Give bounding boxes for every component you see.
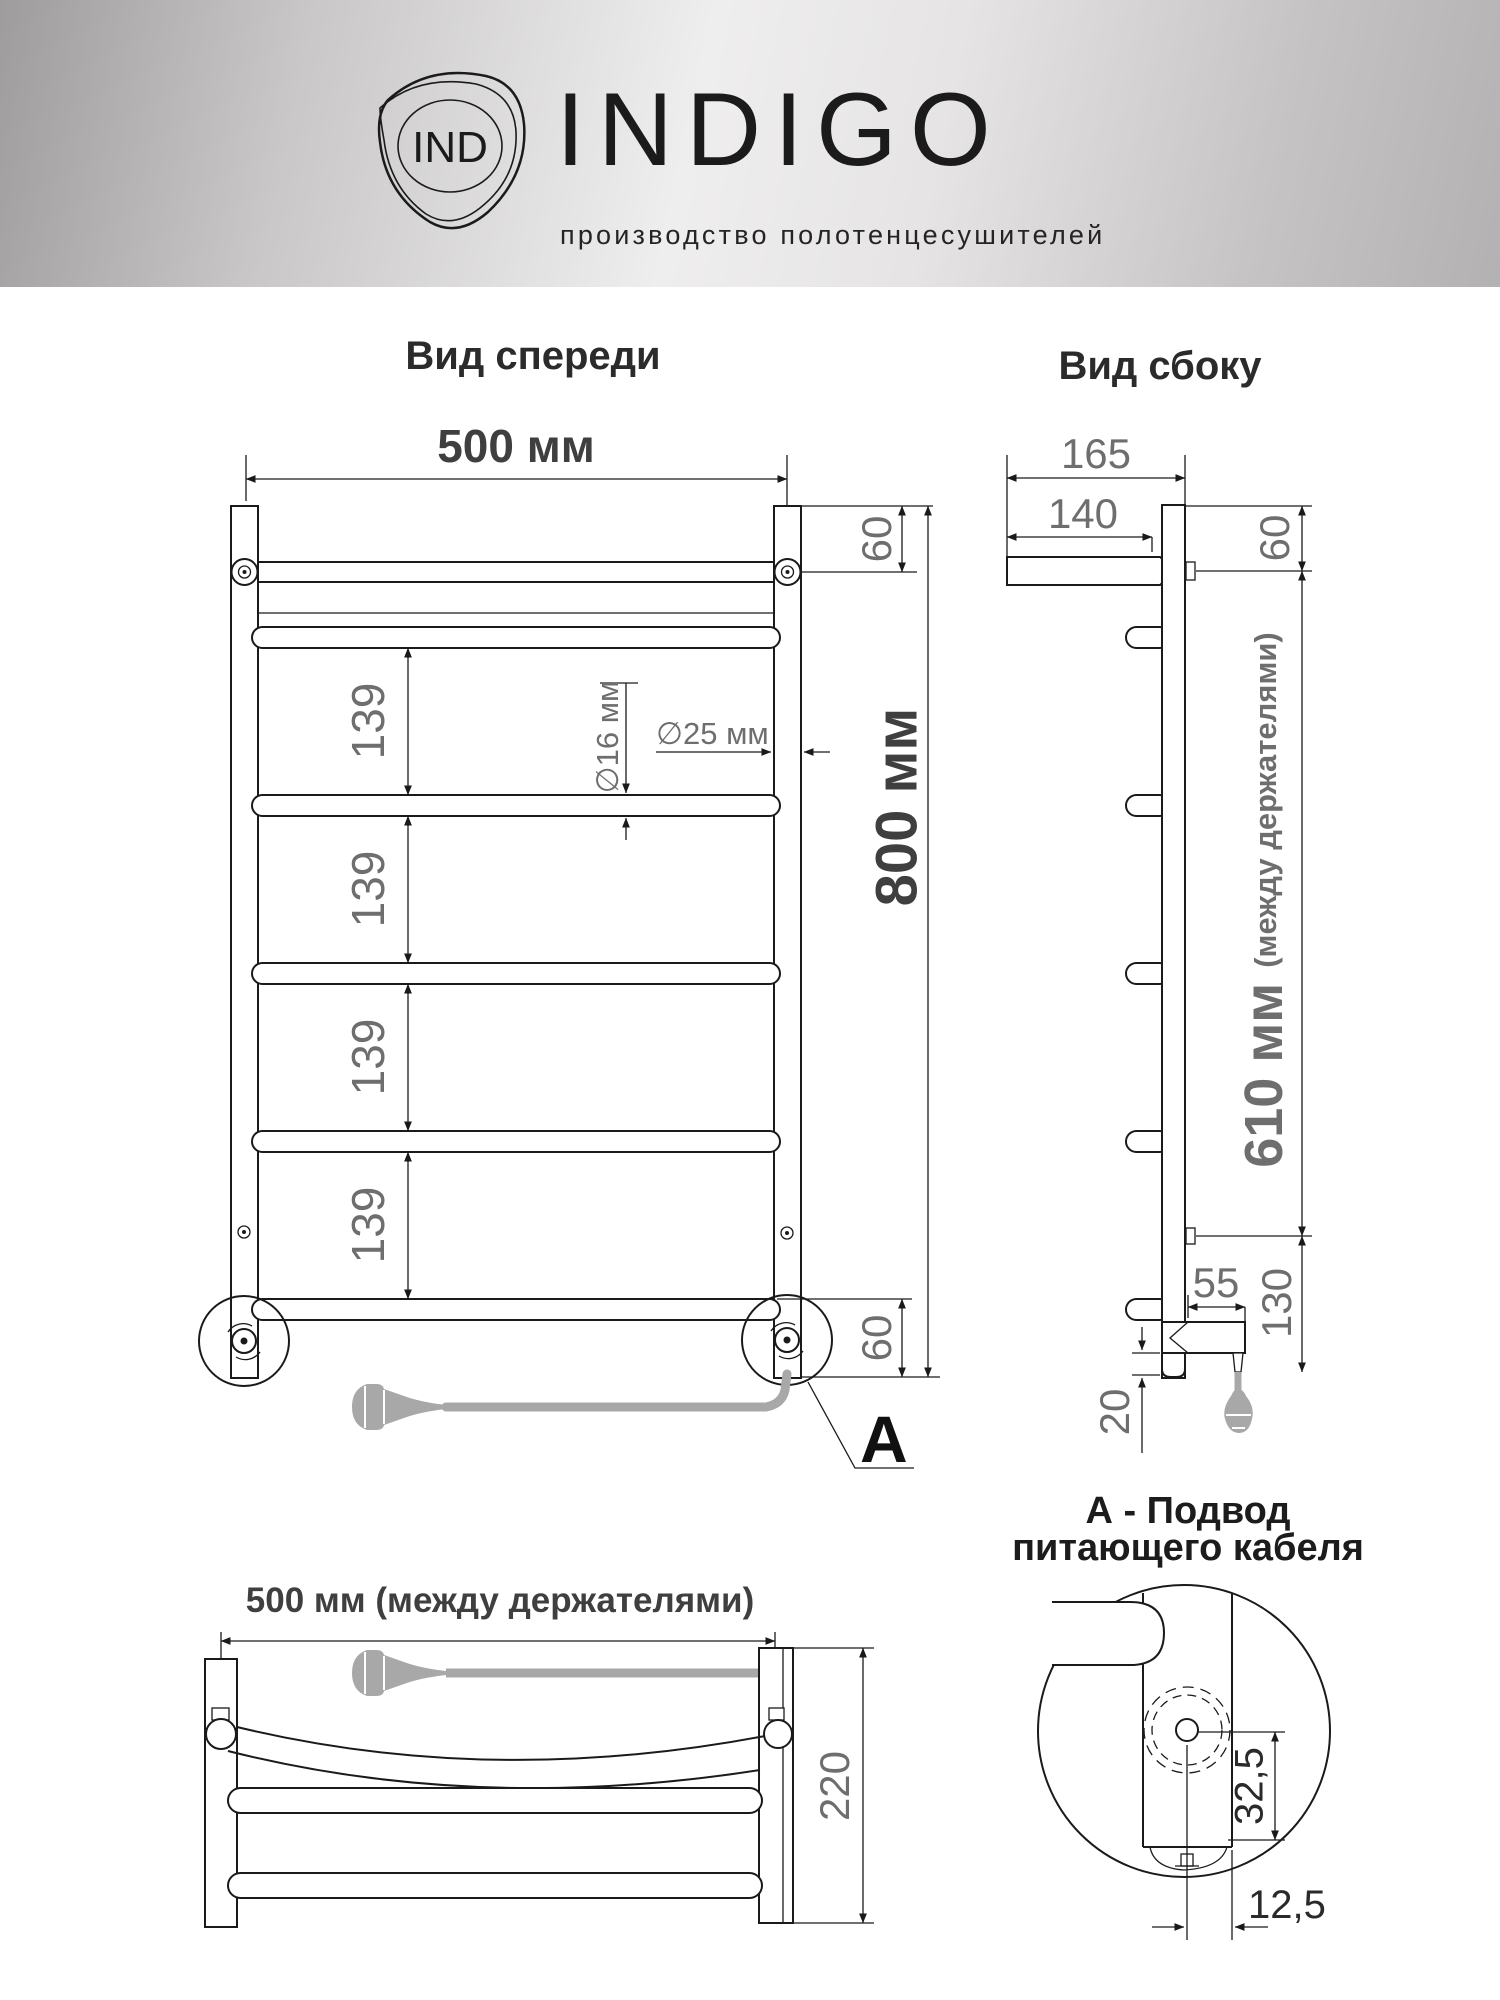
bottom-right-unit [758,1647,794,1924]
front-height-dim: 800 мм [801,505,940,1378]
bottom-straight-rail-2 [227,1872,763,1899]
header-banner: IND INDIGO производство полотенцесушител… [0,0,1500,287]
front-rail-3 [251,794,781,817]
front-rail-2 [251,626,781,649]
detail-title-line1: А - Подвод [1085,1490,1290,1532]
side-bracket-screw [1185,561,1196,581]
bottom-depth-dim-label: 220 [811,1751,858,1821]
side-bracket-arm [1006,556,1178,586]
side-bottom-gap-label: 20 [1091,1389,1138,1436]
detail-title-line2: питающего кабеля [1012,1527,1364,1569]
detail-horizontal-dim-label: 12,5 [1248,1883,1326,1927]
side-between-dim: 610 мм (между держателями) [1234,570,1306,1237]
bottom-straight-rail-1 [227,1787,763,1814]
brand-emblem-text: IND [412,123,488,172]
bottom-depth-dim: 220 [793,1647,874,1924]
side-top-offset-dim: 60 [1185,505,1312,572]
side-unit-offset-dim: 55 [1187,1259,1246,1322]
detail-vertical-dim: 32,5 [1198,1731,1285,1841]
cable-gland [1232,1352,1244,1373]
brand-tagline: производство полотенцесушителей [560,220,1106,250]
bottom-width-label: 500 мм (между держателями) [246,1581,754,1620]
bottom-arc-rail-front [236,1726,766,1761]
detail-rail-end [1052,1601,1166,1666]
front-bottom-offset-dim: 60 [777,1298,912,1378]
front-width-dim-label: 500 мм [437,420,595,472]
front-top-left-bracket [230,558,259,586]
bottom-power-cable [351,1649,759,1697]
front-power-cable [351,1369,792,1431]
side-between-main: 610 мм [1234,968,1294,1168]
brand-wordmark: INDIGO [556,72,1004,188]
side-view-title: Вид сбоку [1058,344,1262,388]
bottom-left-bracket [205,1707,237,1750]
gap-dim-4: 139 [342,1187,394,1264]
tube-diameter-label: ∅16 мм [590,681,625,794]
front-top-rail [257,561,775,583]
front-rail-4 [251,962,781,985]
bottom-arc-rail-back [227,1750,761,1790]
detail-vertical-dim-label: 32,5 [1228,1747,1272,1825]
gap-dim-3: 139 [342,1019,394,1096]
front-bottom-left-bracket [198,1295,290,1387]
front-post-diameter-dim: ∅25 мм [656,716,830,756]
side-unit-offset-label: 55 [1193,1259,1240,1306]
front-view-drawing: 500 мм [198,420,940,1476]
detail-mark-label: А [860,1402,908,1476]
side-bottom-screw [1185,1227,1196,1245]
side-top-offset-label: 60 [1251,515,1298,562]
side-power-cable [1224,1372,1253,1433]
svg-text:610 мм (между держа: 610 мм (между держателями) [1234,632,1294,1168]
detail-a-drawing: А - Подвод питающего кабеля 32,5 [1012,1490,1364,1940]
front-view-title: Вид спереди [405,334,661,378]
front-top-offset-label: 60 [853,516,900,563]
detail-horizontal-dim: 12,5 [1152,1745,1326,1940]
side-view-drawing: 165 140 60 [1006,430,1312,1453]
side-unit-height-dim: 130 [1253,1235,1306,1373]
front-bottom-offset-label: 60 [853,1315,900,1362]
post-diameter-label: ∅25 мм [656,716,769,751]
side-post [1161,504,1186,1379]
front-height-label: 800 мм [864,708,929,907]
front-top-right-bracket [773,558,802,586]
side-heating-unit [1161,1321,1246,1378]
brand-logo-icon: IND [377,71,526,230]
gap-dim-1: 139 [342,683,394,760]
power-plug-icon [351,1383,447,1431]
front-gap-dimensions: 139 139 139 139 [342,647,412,1300]
front-rail-6 [251,1298,781,1321]
bottom-view-drawing: 500 мм (между держателями) [204,1581,874,1928]
side-unit-height-label: 130 [1253,1268,1300,1338]
bottom-right-bracket [763,1707,793,1749]
detail-cable-hole [1175,1718,1199,1742]
front-top-offset-dim: 60 [801,505,933,573]
gap-dim-2: 139 [342,851,394,928]
detail-boundary-circle [1037,1584,1331,1878]
side-depth-label: 165 [1061,430,1131,477]
side-bracket-length-label: 140 [1048,490,1118,537]
side-bottom-gap-dim: 20 [1091,1327,1160,1453]
side-between-note: (между держателями) [1248,632,1283,968]
front-rail-5 [251,1130,781,1153]
front-tube-diameter-dim: ∅16 мм [590,681,638,840]
detail-callout-a: А [807,1381,914,1476]
